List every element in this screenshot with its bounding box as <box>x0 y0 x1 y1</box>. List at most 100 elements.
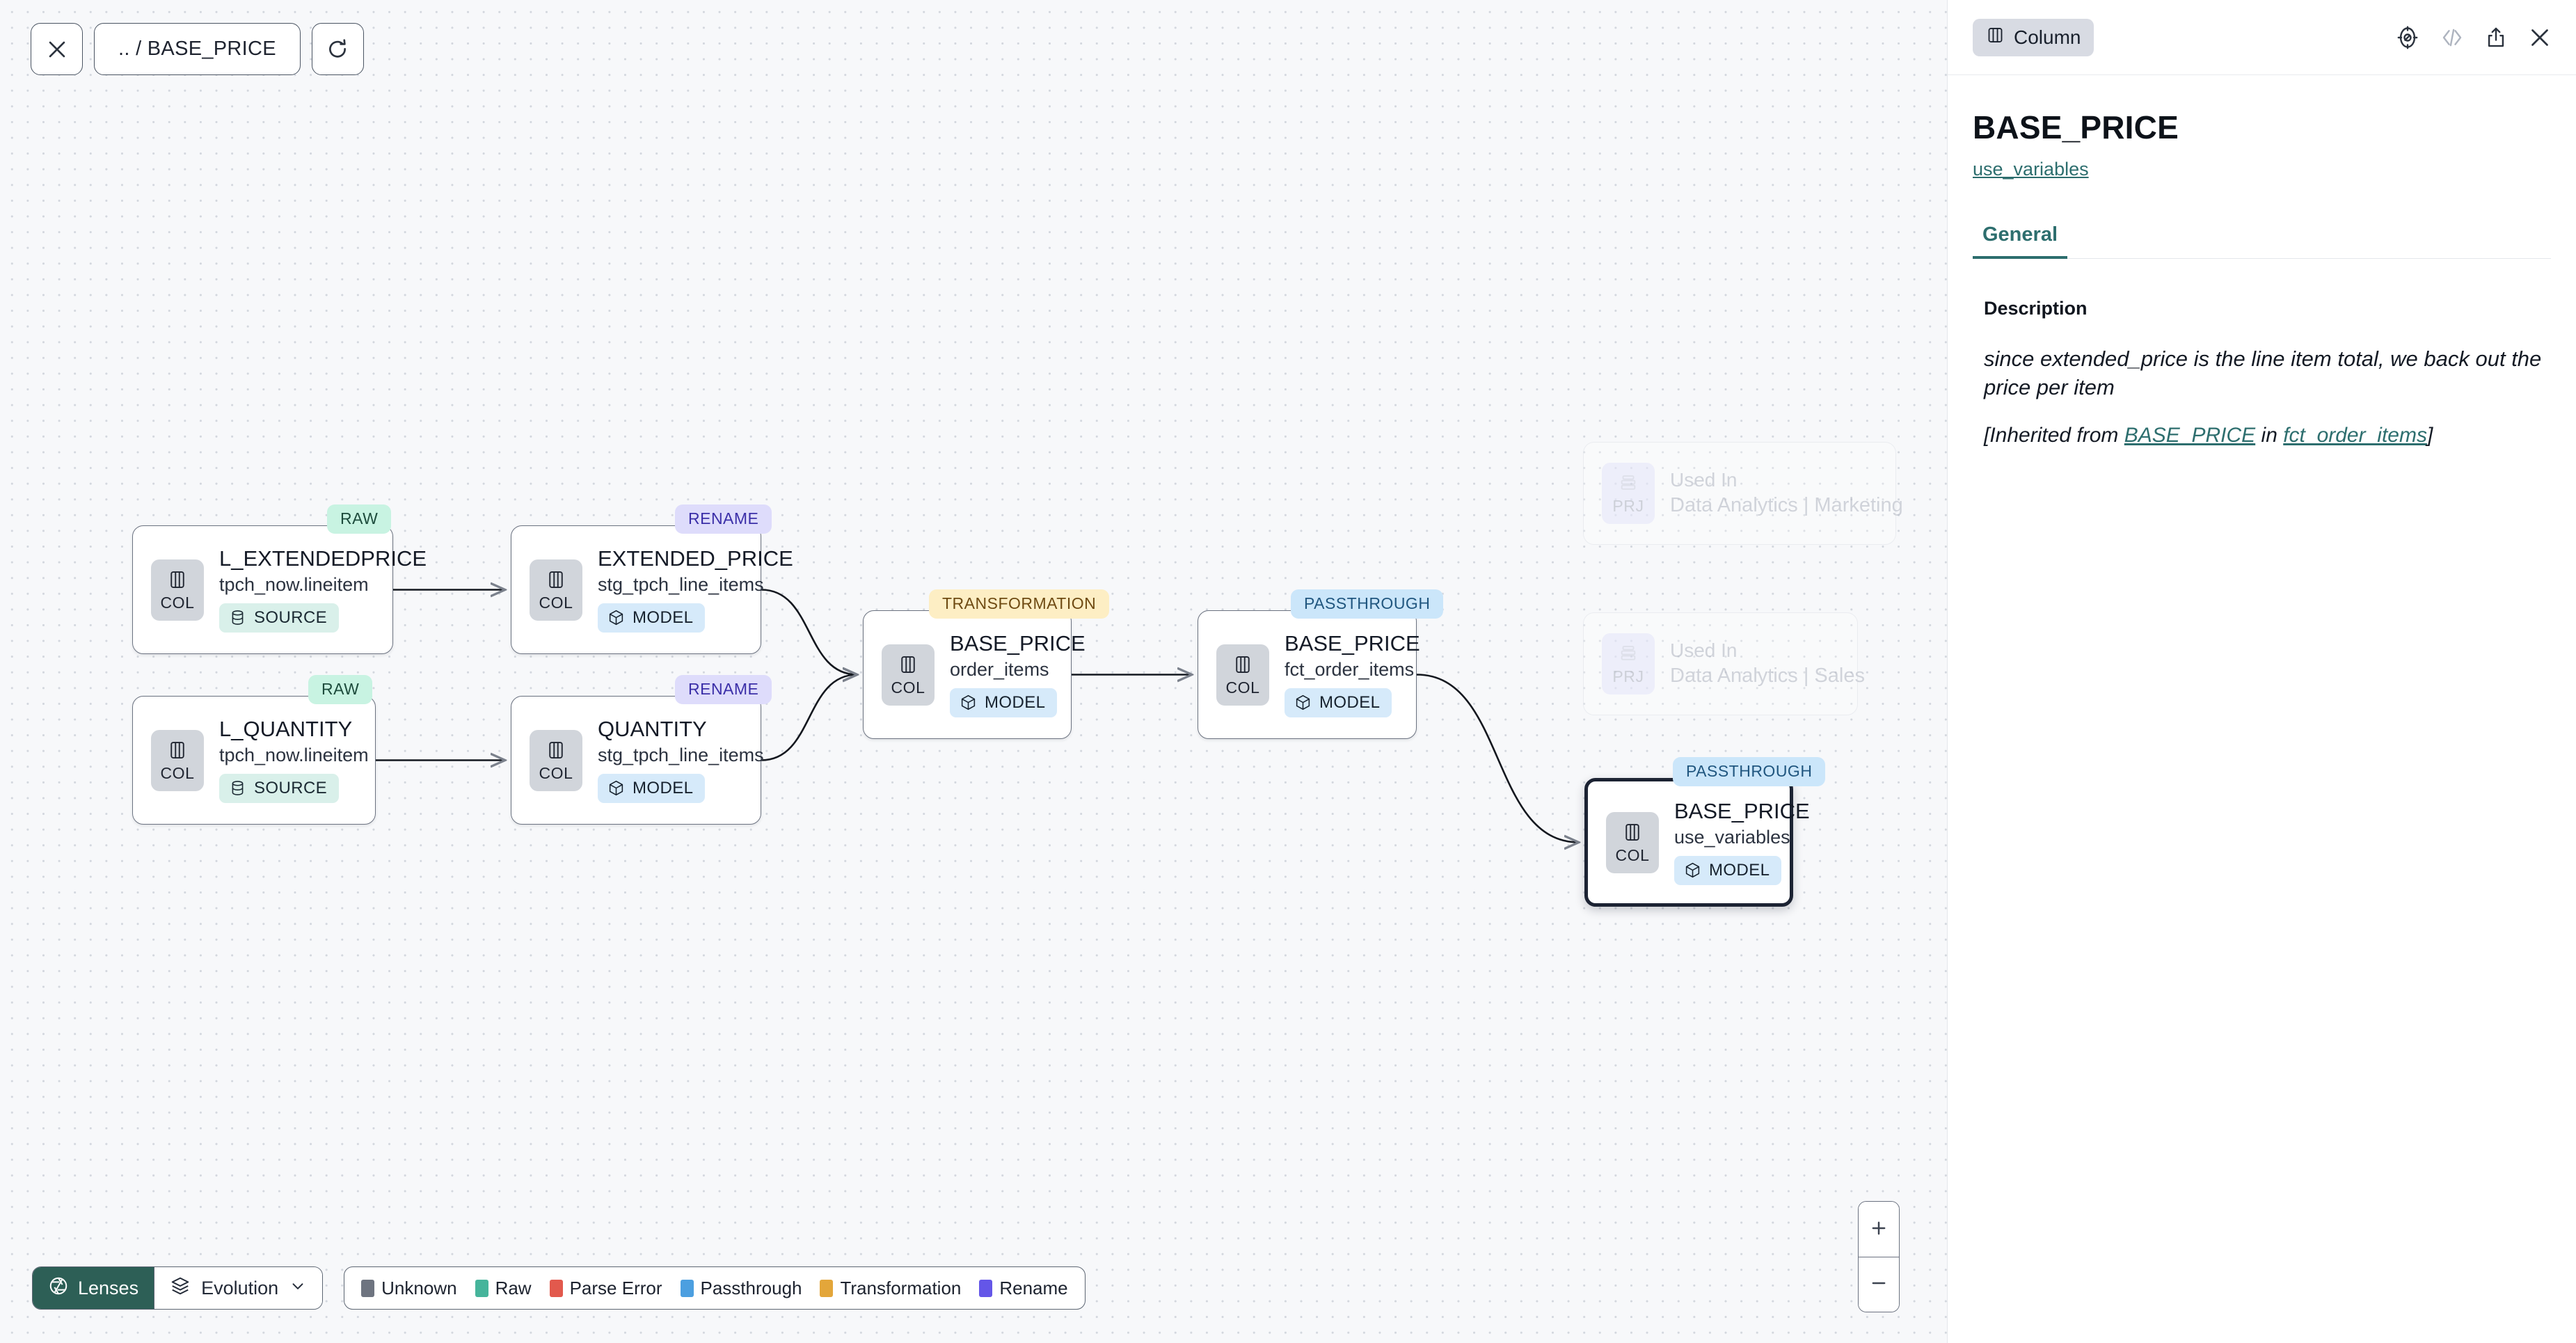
legend-swatch <box>820 1279 834 1297</box>
chevron-down-icon <box>289 1277 307 1300</box>
details-panel-header: Column <box>1948 0 2576 75</box>
details-panel: Column <box>1947 0 2576 1343</box>
minus-icon <box>1869 1273 1889 1295</box>
column-icon <box>167 740 188 764</box>
inherited-model-link[interactable]: fct_order_items <box>2283 424 2427 447</box>
node-kind-label: COL <box>160 763 195 782</box>
legend-swatch <box>549 1279 563 1297</box>
node-badge-label: MODEL <box>633 778 694 797</box>
layers-icon <box>170 1276 191 1301</box>
node-title: Used In <box>1670 468 1738 491</box>
panel-tabs: General <box>1973 216 2551 259</box>
legend-swatch <box>979 1279 993 1297</box>
inherited-middle: in <box>2255 424 2284 447</box>
legend-item[interactable]: Rename <box>979 1278 1068 1299</box>
cube-icon <box>607 779 625 797</box>
node-kind-label: COL <box>1615 845 1650 864</box>
tab-general[interactable]: General <box>1973 216 2067 259</box>
node-kind-label: COL <box>539 593 573 612</box>
entity-type-chip[interactable]: Column <box>1973 18 2094 56</box>
legend-item[interactable]: Parse Error <box>549 1277 662 1299</box>
refresh-button[interactable] <box>311 23 364 75</box>
evolution-dropdown[interactable]: Evolution <box>154 1267 323 1309</box>
cube-icon <box>607 609 625 626</box>
node-subtitle: tpch_now.lineitem <box>219 745 369 766</box>
code-icon[interactable] <box>2440 25 2465 50</box>
column-icon-badge: COL <box>1216 644 1269 706</box>
edge-layer <box>375 0 1947 1343</box>
node-title: L_EXTENDEDPRICE <box>219 546 427 571</box>
project-icon <box>1618 472 1639 497</box>
close-icon <box>45 38 69 61</box>
share-icon[interactable] <box>2484 26 2508 49</box>
breadcrumb[interactable]: .. / BASE_PRICE <box>94 23 301 75</box>
column-icon-badge: COL <box>530 729 582 791</box>
column-icon <box>546 569 566 594</box>
node-title: L_QUANTITY <box>219 717 353 742</box>
node-badge-model: MODEL <box>598 603 706 633</box>
node-badge-model: MODEL <box>598 773 706 803</box>
node-kind-label: COL <box>539 763 573 782</box>
compass-icon[interactable] <box>2395 25 2420 50</box>
zoom-out-button[interactable] <box>1859 1257 1899 1312</box>
node-title: EXTENDED_PRICE <box>598 546 793 571</box>
node-badge-model: MODEL <box>1285 688 1392 717</box>
node-title: BASE_PRICE <box>1285 631 1420 656</box>
node-badge-label: MODEL <box>1709 860 1770 880</box>
lens-group: Lenses Evolution <box>32 1266 324 1310</box>
refresh-icon <box>326 38 349 61</box>
node-tag-transformation: TRANSFORMATION <box>929 589 1110 619</box>
cube-icon <box>960 694 977 711</box>
project-icon-badge: PRJ <box>1602 633 1655 694</box>
node-badge-label: MODEL <box>633 607 694 627</box>
node-title: BASE_PRICE <box>1674 799 1810 824</box>
close-panel-icon[interactable] <box>2527 25 2552 50</box>
node-badge-label: MODEL <box>1319 692 1381 712</box>
parent-model-link[interactable]: use_variables <box>1973 159 2089 180</box>
legend-item[interactable]: Transformation <box>820 1278 961 1299</box>
edge-fct_order_items-to-use_variables <box>1416 674 1579 843</box>
legend-item[interactable]: Unknown <box>361 1277 457 1299</box>
column-icon-badge: COL <box>530 559 582 621</box>
node-subtitle: Data Analytics | Sales <box>1670 665 1865 688</box>
column-icon <box>546 740 566 764</box>
legend-item[interactable]: Passthrough <box>680 1277 802 1299</box>
node-tag-passthrough: PASSTHROUGH <box>1291 589 1444 619</box>
legend-item[interactable]: Raw <box>475 1278 532 1299</box>
legend-label: Parse Error <box>569 1277 662 1298</box>
inherited-column-link[interactable]: BASE_PRICE <box>2124 424 2256 447</box>
column-icon-badge: COL <box>151 729 204 791</box>
legend-swatch <box>475 1279 488 1297</box>
project-icon <box>1618 643 1639 667</box>
legend-label: Passthrough <box>700 1277 802 1298</box>
node-subtitle: order_items <box>950 659 1049 681</box>
close-graph-button[interactable] <box>31 23 83 75</box>
legend-label: Transformation <box>840 1277 962 1298</box>
node-subtitle: stg_tpch_line_items <box>598 745 764 766</box>
node-badge-label: SOURCE <box>254 607 328 627</box>
lenses-button[interactable]: Lenses <box>33 1267 154 1309</box>
inherited-note: [Inherited from BASE_PRICE in fct_order_… <box>1984 424 2551 447</box>
zoom-in-button[interactable] <box>1859 1202 1899 1257</box>
column-icon <box>898 654 919 678</box>
aperture-icon <box>48 1276 69 1301</box>
node-tag-raw: RAW <box>327 504 392 534</box>
node-subtitle: stg_tpch_line_items <box>598 574 764 596</box>
node-title: QUANTITY <box>598 717 707 742</box>
legend-label: Unknown <box>381 1277 457 1298</box>
entity-type-label: Column <box>2014 26 2081 48</box>
zoom-controls <box>1858 1201 1900 1312</box>
